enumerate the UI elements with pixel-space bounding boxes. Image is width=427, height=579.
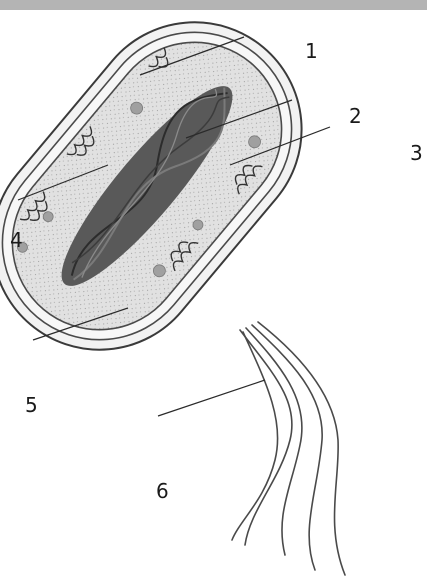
leader-line-6 <box>158 380 265 416</box>
label-6: 6 <box>156 479 169 503</box>
cell-body <box>0 0 345 393</box>
label-3: 3 <box>410 141 423 165</box>
label-5: 5 <box>25 393 38 417</box>
label-4: 4 <box>10 228 23 252</box>
flagella <box>232 322 345 575</box>
label-2: 2 <box>349 104 362 128</box>
label-1: 1 <box>305 39 318 63</box>
top-strip <box>0 0 427 10</box>
